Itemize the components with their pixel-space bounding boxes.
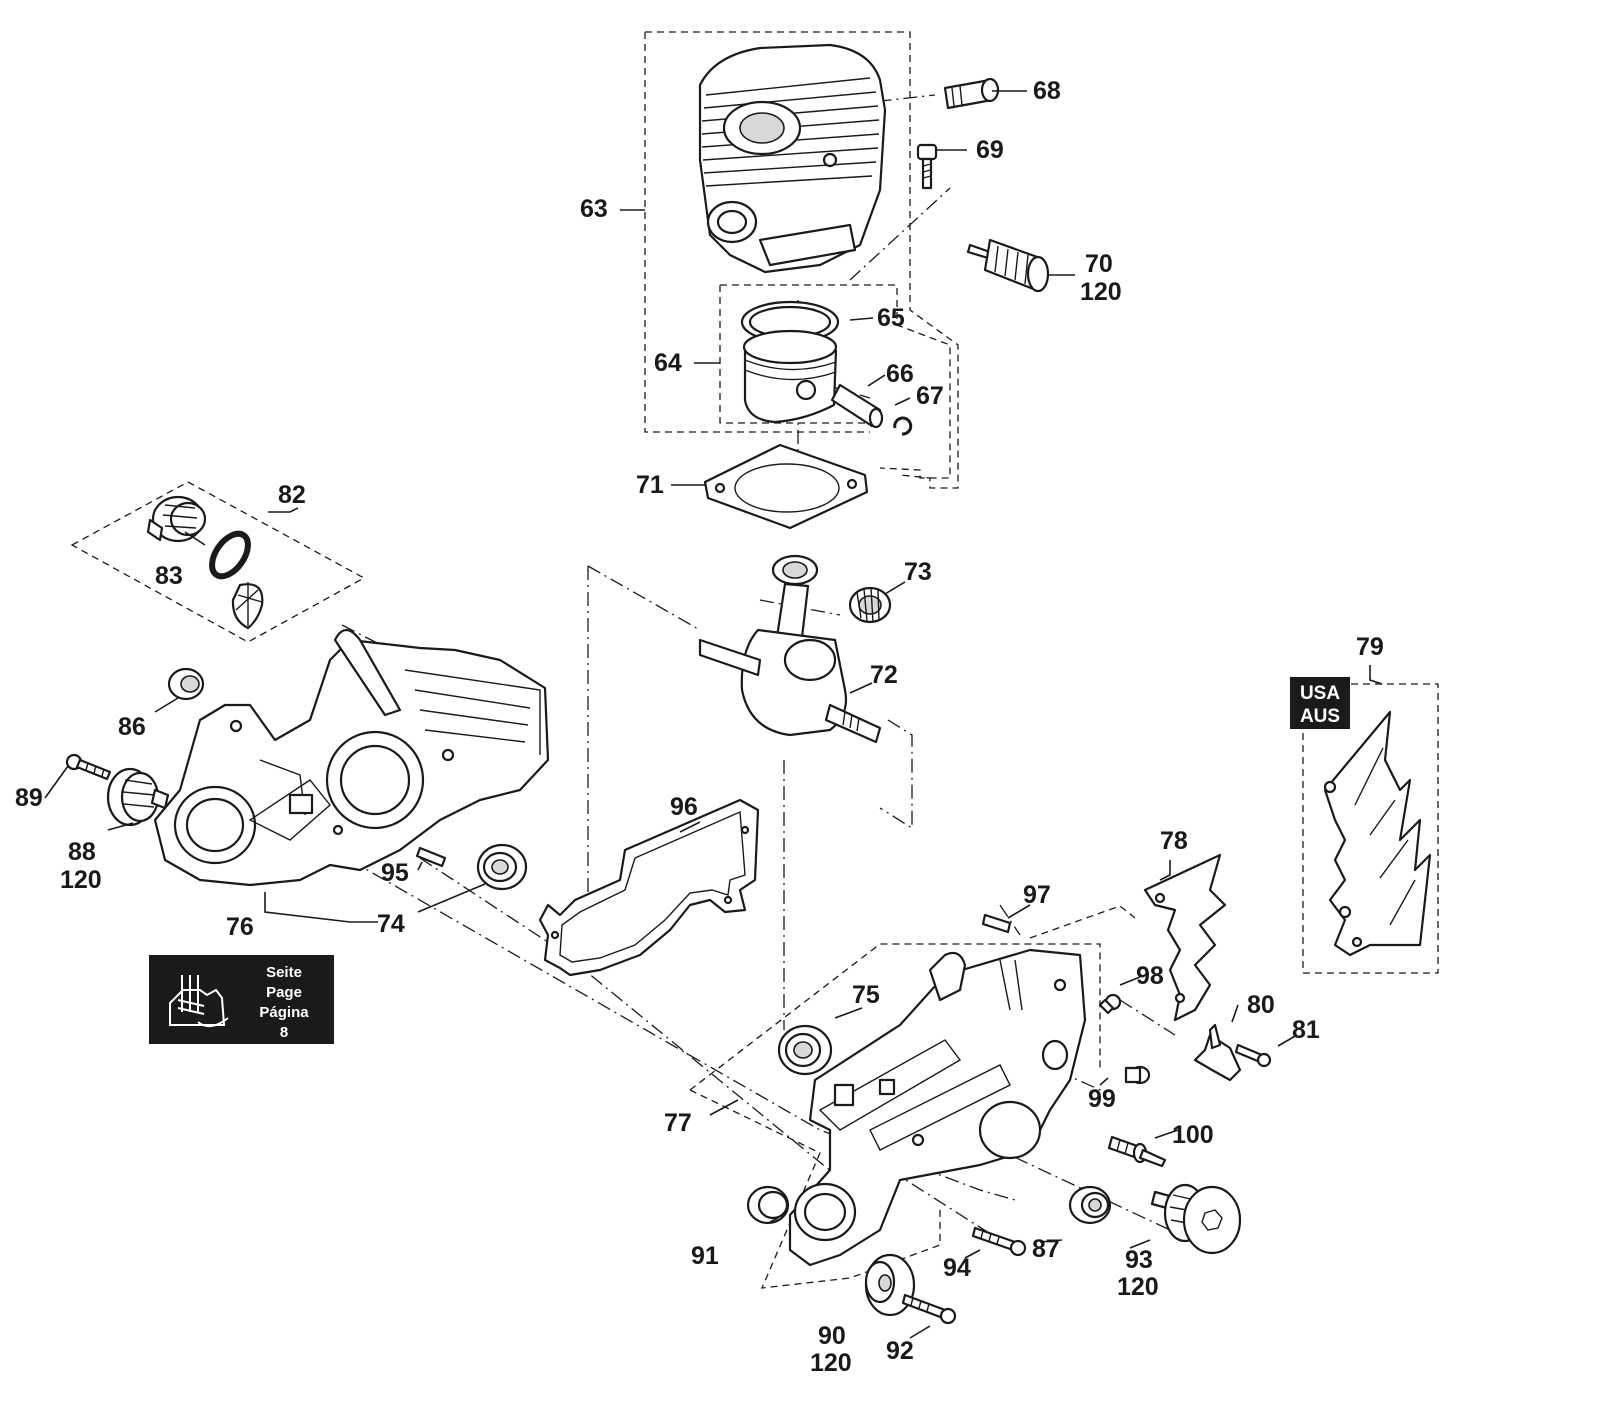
label-82: 82: [278, 481, 306, 509]
cylinder-gasket-71: [703, 443, 869, 530]
label-81: 81: [1292, 1016, 1320, 1044]
screw-69: [916, 143, 938, 190]
label-88-120: 120: [60, 866, 102, 894]
crankcase-left-76: [153, 628, 550, 887]
region-badge: USA AUS: [1290, 677, 1350, 729]
label-93-120: 120: [1117, 1273, 1159, 1301]
pin-97: [981, 913, 1012, 934]
label-64: 64: [654, 349, 682, 377]
label-95: 95: [381, 859, 409, 887]
piston-pin-66: [830, 383, 913, 436]
bumper-spike-78: [1143, 853, 1227, 1022]
label-98: 98: [1136, 962, 1164, 990]
label-80: 80: [1247, 991, 1275, 1019]
screw-81: [1234, 1043, 1272, 1068]
page-ref-line-3: Página: [259, 1004, 309, 1021]
cylinder-63: [698, 43, 887, 274]
screw-92: [901, 1293, 957, 1325]
label-72: 72: [870, 661, 898, 689]
av-element-93: [1150, 1183, 1242, 1255]
region-line-1: USA: [1300, 683, 1340, 704]
label-70: 70: [1085, 250, 1113, 278]
label-63: 63: [580, 195, 608, 223]
piston-64: [740, 300, 840, 424]
leader-lines: [44, 90, 1383, 1339]
label-90-120: 120: [810, 1349, 852, 1377]
screw-89: [65, 753, 112, 781]
group-outlines: [70, 31, 1439, 1289]
label-96: 96: [670, 793, 698, 821]
page-ref-line-2: Page: [266, 984, 302, 1001]
label-97: 97: [1023, 881, 1051, 909]
filler-cap-82: [146, 495, 207, 543]
stud-100: [1107, 1135, 1167, 1168]
label-86: 86: [118, 713, 146, 741]
label-89: 89: [15, 784, 43, 812]
label-67: 67: [916, 382, 944, 410]
label-66: 66: [886, 360, 914, 388]
label-92: 92: [886, 1337, 914, 1365]
label-83: 83: [155, 562, 183, 590]
label-90: 90: [818, 1322, 846, 1350]
label-87: 87: [1032, 1235, 1060, 1263]
label-100: 100: [1172, 1121, 1214, 1149]
crankcase-right-77: [788, 948, 1087, 1267]
part-labels: 63 64 65 66 67 68 69 70 120 71 72 73 74 …: [15, 77, 1384, 1377]
screw-94: [971, 1226, 1027, 1257]
label-73: 73: [904, 558, 932, 586]
label-78: 78: [1160, 827, 1188, 855]
bolt-99: [1124, 1065, 1151, 1085]
label-76: 76: [226, 913, 254, 941]
label-99: 99: [1088, 1085, 1116, 1113]
label-68: 68: [1033, 77, 1061, 105]
screw-98: [1098, 993, 1122, 1015]
sleeve-91: [746, 1185, 790, 1225]
label-71: 71: [636, 471, 664, 499]
av-element-90: [864, 1253, 916, 1317]
strainer-83: [231, 582, 264, 630]
pin-95: [415, 846, 447, 868]
label-69: 69: [976, 136, 1004, 164]
decompression-valve-68: [943, 77, 1000, 110]
bearing-75: [777, 1024, 833, 1076]
needle-bearing-73: [848, 586, 892, 624]
label-70-120: 120: [1080, 278, 1122, 306]
label-91: 91: [691, 1242, 719, 1270]
region-line-2: AUS: [1300, 706, 1340, 727]
bumper-spike-79: [1323, 710, 1432, 957]
label-77: 77: [664, 1109, 692, 1137]
label-75: 75: [852, 981, 880, 1009]
page-ref-line-1: Seite: [266, 964, 302, 981]
label-65: 65: [877, 304, 905, 332]
page-reference-box[interactable]: Seite Page Página 8: [149, 955, 334, 1044]
tool-ref-icon: [169, 975, 229, 1028]
seal-86: [167, 667, 205, 701]
label-88: 88: [68, 838, 96, 866]
catch-80: [1193, 1023, 1242, 1082]
o-ring-83: [209, 530, 251, 580]
label-93: 93: [1125, 1246, 1153, 1274]
page-ref-line-4: 8: [280, 1024, 288, 1041]
gasket-96: [538, 798, 760, 977]
av-sleeve-87: [1068, 1185, 1112, 1225]
bearing-74: [476, 843, 528, 891]
label-74: 74: [377, 910, 405, 938]
label-79: 79: [1356, 633, 1384, 661]
av-element-88: [106, 767, 170, 827]
label-94: 94: [943, 1254, 971, 1282]
spark-plug-70: [966, 238, 1050, 293]
crankshaft-72: [698, 554, 882, 744]
